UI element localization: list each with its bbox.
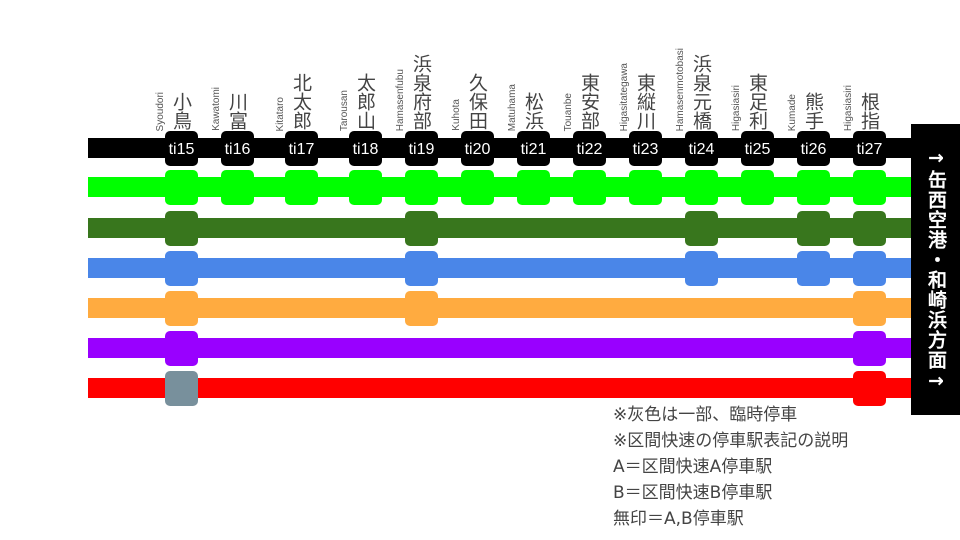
stop-marker	[405, 291, 438, 326]
station-romaji: Tarousan	[339, 89, 350, 131]
station-name: 浜泉元橋	[690, 54, 712, 130]
station-name: 東安部	[578, 73, 600, 130]
station-romaji: Hamasenmotobasi	[675, 47, 686, 131]
station-code: ti27	[853, 131, 886, 166]
station-romaji: Kumade	[787, 93, 798, 131]
stop-marker	[573, 170, 606, 205]
station-name: 浜泉府部	[410, 54, 432, 130]
service-line	[88, 138, 911, 158]
service-line	[88, 298, 911, 318]
stop-marker	[405, 211, 438, 246]
station-code: ti16	[221, 131, 254, 166]
stop-marker	[349, 170, 382, 205]
station-romaji: Matuhama	[507, 83, 518, 131]
station-name: 太郎山	[354, 73, 376, 130]
station-code: ti26	[797, 131, 830, 166]
station-code: ti24	[685, 131, 718, 166]
station-name: 根指	[858, 92, 880, 130]
note-line: ※灰色は一部、臨時停車	[613, 405, 798, 425]
stop-marker	[165, 371, 198, 406]
stop-marker	[461, 170, 494, 205]
station-code: ti19	[405, 131, 438, 166]
stop-marker	[797, 170, 830, 205]
station-romaji: Higasiasiri	[843, 84, 854, 131]
station-name: 松浜	[522, 92, 544, 130]
station-romaji: Higasiasiri	[731, 84, 742, 131]
station-romaji: Hamasenfubu	[395, 68, 406, 131]
service-line	[88, 378, 911, 398]
station-name: 久保田	[466, 73, 488, 130]
service-line	[88, 338, 911, 358]
stop-marker	[685, 251, 718, 286]
station-romaji: Kawatomi	[211, 87, 222, 131]
stop-marker	[221, 170, 254, 205]
stop-marker	[685, 170, 718, 205]
station-code: ti17	[285, 131, 318, 166]
note-line: ※区間快速の停車駅表記の説明	[613, 431, 849, 451]
station-code: ti15	[165, 131, 198, 166]
station-romaji: Touanbe	[563, 92, 574, 131]
stop-marker	[797, 251, 830, 286]
stop-marker	[629, 170, 662, 205]
station-name: 東足利	[746, 73, 768, 130]
stop-marker	[853, 371, 886, 406]
stop-marker	[853, 170, 886, 205]
service-line	[88, 177, 911, 197]
stop-marker	[517, 170, 550, 205]
station-romaji: Kuhota	[451, 99, 462, 131]
station-code: ti23	[629, 131, 662, 166]
station-code: ti21	[517, 131, 550, 166]
station-code: ti18	[349, 131, 382, 166]
stop-marker	[853, 211, 886, 246]
stop-marker	[165, 291, 198, 326]
legend-notes: ※灰色は一部、臨時停車 ※区間快速の停車駅表記の説明 A＝区間快速A停車駅 B＝…	[613, 402, 848, 532]
stop-marker	[853, 331, 886, 366]
stop-marker	[165, 170, 198, 205]
stop-marker	[853, 251, 886, 286]
stop-marker	[685, 211, 718, 246]
stop-marker	[741, 170, 774, 205]
station-romaji: Higasitategawa	[619, 62, 630, 131]
stop-marker	[853, 291, 886, 326]
note-line: B＝区間快速B停車駅	[613, 483, 773, 503]
station-code: ti25	[741, 131, 774, 166]
station-code: ti22	[573, 131, 606, 166]
note-line: A＝区間快速A停車駅	[613, 457, 773, 477]
station-name: 小鳥	[170, 92, 192, 130]
stop-marker	[165, 331, 198, 366]
service-line	[88, 218, 911, 238]
station-code: ti20	[461, 131, 494, 166]
station-name: 北太郎	[290, 73, 312, 130]
station-name: 熊手	[802, 92, 824, 130]
station-romaji: Syoudori	[155, 91, 166, 131]
note-line: 無印＝A,B停車駅	[613, 509, 744, 529]
stop-marker	[165, 251, 198, 286]
stop-marker	[405, 251, 438, 286]
station-name: 東縦川	[634, 73, 656, 130]
direction-label: →缶西空港・和崎浜方面→	[911, 124, 960, 415]
service-line	[88, 258, 911, 278]
stop-marker	[285, 170, 318, 205]
stop-marker	[165, 211, 198, 246]
station-name: 川富	[226, 92, 248, 130]
station-romaji: Kitataro	[275, 96, 286, 131]
stop-marker	[405, 170, 438, 205]
stop-marker	[797, 211, 830, 246]
